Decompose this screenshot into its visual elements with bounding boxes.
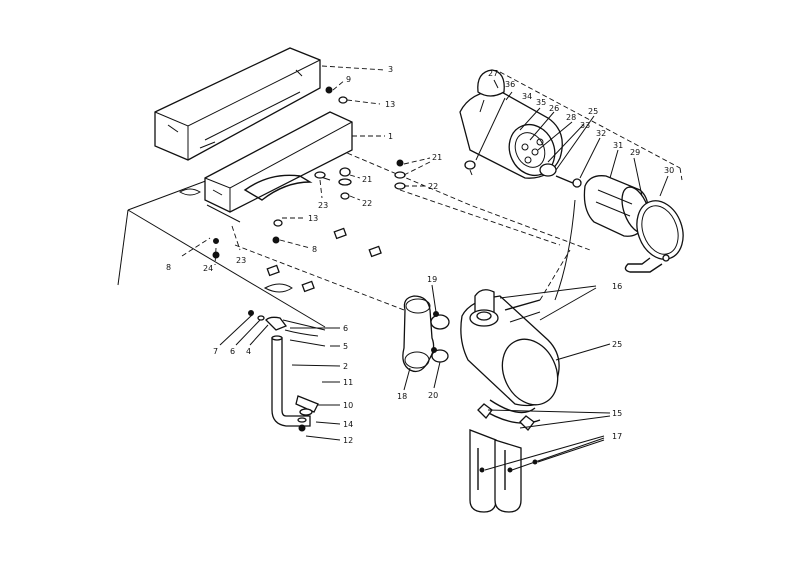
tail-pipes [469,429,538,513]
callout-21-left: 21 [362,175,372,184]
callout-26: 26 [549,104,559,113]
callout-18: 18 [397,392,407,401]
callout-35: 35 [536,98,546,107]
callout-17: 17 [612,432,622,441]
callout-7: 7 [213,347,218,356]
callout-22-left: 22 [362,199,372,208]
callout-13-mid: 13 [308,214,318,223]
callout-25-lower: 25 [612,340,622,349]
callout-24: 24 [203,264,213,273]
callout-29: 29 [630,148,640,157]
callout-8-right: 8 [312,245,317,254]
callout-23-left: 23 [236,256,246,265]
callout-10: 10 [343,401,353,410]
callout-23-right: 23 [318,201,328,210]
callout-9: 9 [346,75,351,84]
callout-14: 14 [343,420,353,429]
callout-16: 16 [612,282,622,291]
callout-11: 11 [343,378,353,387]
callout-labels: 3 9 13 1 13 8 8 24 23 23 21 22 21 22 6 5… [166,65,674,445]
hose-and-clamps [402,295,450,373]
callout-34: 34 [522,92,532,101]
callout-1: 1 [388,132,393,141]
callout-2: 2 [343,362,348,371]
callout-3: 3 [388,65,393,74]
callout-12: 12 [343,436,353,445]
callout-27: 27 [488,69,498,78]
upper-cover-box [154,47,321,161]
callout-6-right: 6 [343,324,348,333]
air-filter-assembly [459,69,684,273]
callout-13-top: 13 [385,100,395,109]
callout-30: 30 [664,166,674,175]
callout-33: 33 [580,121,590,130]
callout-25-upper: 25 [588,107,598,116]
lower-box [204,111,353,223]
callout-19: 19 [427,275,437,284]
callout-32: 32 [596,129,606,138]
callout-5: 5 [343,342,348,351]
callout-31: 31 [613,141,623,150]
muffler [460,199,576,431]
callout-15: 15 [612,409,622,418]
callout-36: 36 [505,80,515,89]
leader-lines [181,65,669,471]
callout-28: 28 [566,113,576,122]
callout-22-right: 22 [428,182,438,191]
callout-6-left: 6 [230,347,235,356]
callout-20: 20 [428,391,438,400]
callout-4: 4 [246,347,251,356]
exhaust-pipe [248,310,326,432]
callout-21-right: 21 [432,153,442,162]
mounting-plate [117,149,591,328]
callout-8-left: 8 [166,263,171,272]
